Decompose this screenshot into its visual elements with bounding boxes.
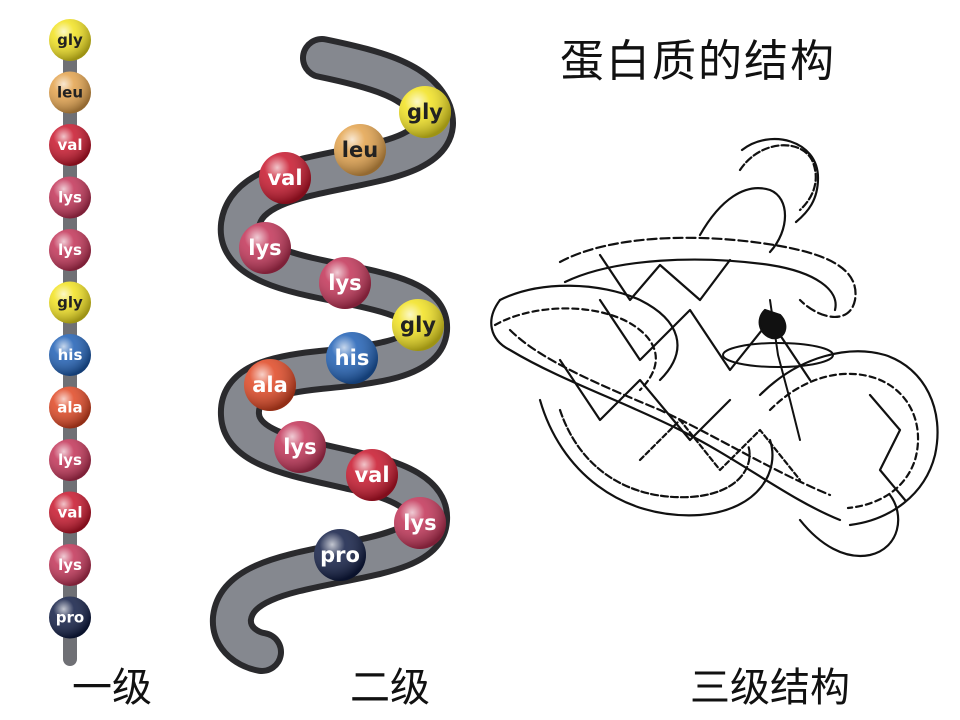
primary-sphere-shine	[49, 71, 91, 114]
tertiary-structure-sketch	[490, 137, 939, 558]
primary-sphere-shine	[49, 334, 91, 376]
helix-sphere-label: gly	[407, 100, 443, 124]
helix-sphere-lys: lys	[274, 421, 326, 473]
primary-sphere-val: val	[49, 124, 91, 166]
caption-primary: 一级	[72, 665, 152, 711]
primary-sphere-pro: pro	[49, 596, 91, 639]
helix-sphere-label: his	[335, 346, 370, 370]
primary-sphere-shine	[49, 596, 91, 639]
primary-sphere-val: val	[49, 491, 91, 534]
primary-sphere-shine	[49, 439, 91, 481]
primary-sphere-shine	[49, 544, 91, 586]
helix-sphere-label: lys	[403, 511, 436, 535]
page-title: 蛋白质的结构	[560, 36, 836, 87]
primary-sphere-label: pro	[56, 609, 84, 627]
helix-sphere-label: lys	[283, 435, 316, 459]
primary-sphere-shine	[49, 176, 91, 219]
helix-sphere-shine	[274, 421, 326, 473]
helix-sphere-lys: lys	[394, 497, 446, 549]
helix-sphere-shine	[244, 359, 296, 411]
helix-sphere-leu: leu	[334, 124, 386, 176]
primary-sphere-gly: gly	[49, 281, 91, 324]
helix-sphere-lys: lys	[319, 257, 371, 309]
primary-sphere-lys: lys	[49, 229, 91, 271]
primary-sphere-lys: lys	[49, 544, 91, 586]
primary-sphere-label: gly	[57, 294, 83, 312]
helix-sphere-label: val	[267, 166, 302, 190]
primary-sphere-shine	[49, 19, 91, 61]
helix-sphere-shine	[239, 222, 291, 274]
primary-sphere-label: his	[58, 346, 83, 364]
primary-sphere-shine	[49, 281, 91, 324]
helix-sphere-label: lys	[248, 236, 281, 260]
helix-sphere-shine	[259, 152, 311, 204]
primary-spheres: gly leu val lys lys gly his ala lys val lys pro	[49, 19, 91, 639]
helix-sphere-shine	[346, 449, 398, 501]
helix-sphere-shine	[314, 529, 366, 581]
helix-sphere-ala: ala	[244, 359, 296, 411]
helix-sphere-val: val	[346, 449, 398, 501]
helix-sphere-label: lys	[328, 271, 361, 295]
primary-sphere-label: val	[57, 136, 82, 154]
helix-sphere-label: gly	[400, 313, 436, 337]
helix-sphere-shine	[394, 497, 446, 549]
helix-sphere-shine	[334, 124, 386, 176]
primary-sphere-label: lys	[58, 189, 82, 207]
helix-sphere-val: val	[259, 152, 311, 204]
helix-sphere-label: val	[354, 463, 389, 487]
primary-sphere-shine	[49, 491, 91, 534]
helix-sphere-his: his	[326, 332, 378, 384]
primary-sphere-label: lys	[58, 241, 82, 259]
primary-sphere-shine	[49, 124, 91, 166]
primary-sphere-shine	[49, 386, 91, 429]
helix-sphere-lys: lys	[239, 222, 291, 274]
primary-sphere-leu: leu	[49, 71, 91, 114]
primary-sphere-label: lys	[58, 556, 82, 574]
primary-sphere-label: leu	[57, 84, 83, 102]
helix-sphere-gly: gly	[392, 299, 444, 351]
primary-sphere-lys: lys	[49, 439, 91, 481]
caption-tertiary: 三级结构	[690, 665, 850, 711]
helix-sphere-label: ala	[252, 373, 288, 397]
primary-sphere-label: gly	[57, 31, 83, 49]
primary-structure: gly leu val lys lys gly his ala lys val lys pro	[49, 19, 91, 666]
helix-sphere-shine	[326, 332, 378, 384]
helix-sphere-label: pro	[320, 543, 360, 567]
helix-sphere-shine	[392, 299, 444, 351]
primary-sphere-gly: gly	[49, 19, 91, 61]
helix-sphere-shine	[399, 86, 451, 138]
caption-secondary: 二级	[350, 665, 430, 711]
helix-sphere-shine	[319, 257, 371, 309]
helix-sphere-pro: pro	[314, 529, 366, 581]
primary-sphere-label: lys	[58, 451, 82, 469]
primary-sphere-ala: ala	[49, 386, 91, 429]
helix-sphere-label: leu	[342, 138, 378, 162]
primary-sphere-label: val	[57, 504, 82, 522]
primary-sphere-label: ala	[57, 399, 82, 417]
primary-sphere-lys: lys	[49, 176, 91, 219]
primary-sphere-his: his	[49, 334, 91, 376]
primary-sphere-shine	[49, 229, 91, 271]
helix-sphere-gly: gly	[399, 86, 451, 138]
